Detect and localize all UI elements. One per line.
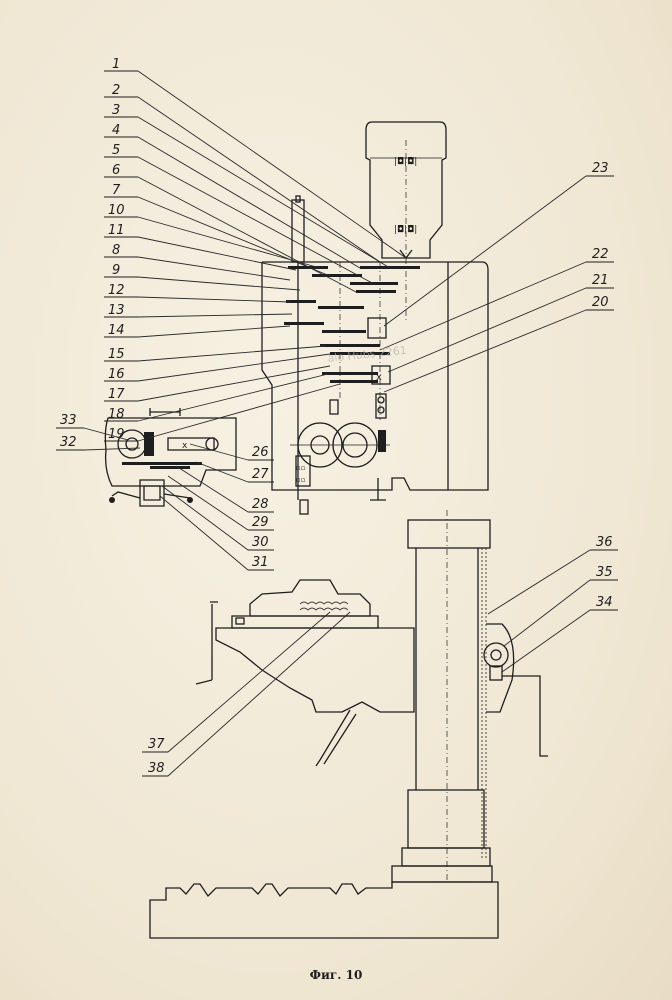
callout-36: 36 <box>596 535 613 550</box>
svg-text:▫▫: ▫▫ <box>296 464 306 472</box>
callout-32: 32 <box>60 435 77 450</box>
callout-34: 34 <box>596 595 613 610</box>
callout-28: 28 <box>252 497 269 512</box>
callout-13: 13 <box>108 303 125 318</box>
svg-text:|◘|◘|: |◘|◘| <box>394 225 417 235</box>
callout-30: 30 <box>252 535 269 550</box>
callouts-right: 23 22 21 20 <box>379 161 614 393</box>
callout-2: 2 <box>112 83 120 98</box>
feed-mechanism-detail: x <box>104 408 237 507</box>
callout-11: 11 <box>108 223 125 238</box>
callout-22: 22 <box>592 247 609 262</box>
callout-38: 38 <box>148 761 165 776</box>
callouts-table: 37 38 <box>142 611 351 777</box>
work-table <box>195 579 548 767</box>
callouts-left: 1 2 3 4 5 6 7 10 11 8 9 12 <box>104 57 407 442</box>
callout-6: 6 <box>112 163 120 178</box>
callout-10: 10 <box>108 203 125 218</box>
callout-19: 19 <box>108 427 125 442</box>
callout-1: 1 <box>112 57 120 72</box>
motor: |◘|◘| |◘|◘| <box>365 121 447 260</box>
callout-16: 16 <box>108 367 125 382</box>
callout-8: 8 <box>112 243 120 258</box>
svg-text:x: x <box>182 441 188 451</box>
callout-7: 7 <box>112 183 121 198</box>
callout-15: 15 <box>108 347 125 362</box>
callout-31: 31 <box>252 555 269 570</box>
column <box>391 510 493 883</box>
callout-3: 3 <box>112 103 120 118</box>
callout-20: 20 <box>592 295 609 310</box>
callout-17: 17 <box>108 387 125 402</box>
callout-5: 5 <box>112 143 120 158</box>
callout-12: 12 <box>108 283 125 298</box>
figure-caption: Фиг. 10 <box>309 968 363 982</box>
callout-14: 14 <box>108 323 125 338</box>
callout-33: 33 <box>60 413 77 428</box>
callout-4: 4 <box>112 123 120 138</box>
callout-23: 23 <box>592 161 609 176</box>
svg-text:|◘|◘|: |◘|◘| <box>394 157 417 167</box>
svg-text:▫▫: ▫▫ <box>296 476 306 484</box>
machine-base <box>149 881 499 939</box>
callout-35: 35 <box>596 565 613 580</box>
callout-21: 21 <box>592 273 609 288</box>
callout-18: 18 <box>108 407 125 422</box>
callouts-feed-detail: 33 32 26 27 28 29 30 31 <box>56 413 274 571</box>
callout-37: 37 <box>148 737 165 752</box>
svg-text:x: x <box>376 372 382 383</box>
callout-26: 26 <box>252 445 269 460</box>
callouts-column: 36 35 34 <box>487 535 618 673</box>
callout-27: 27 <box>252 467 269 482</box>
callout-9: 9 <box>112 263 120 278</box>
callout-29: 29 <box>252 515 269 530</box>
